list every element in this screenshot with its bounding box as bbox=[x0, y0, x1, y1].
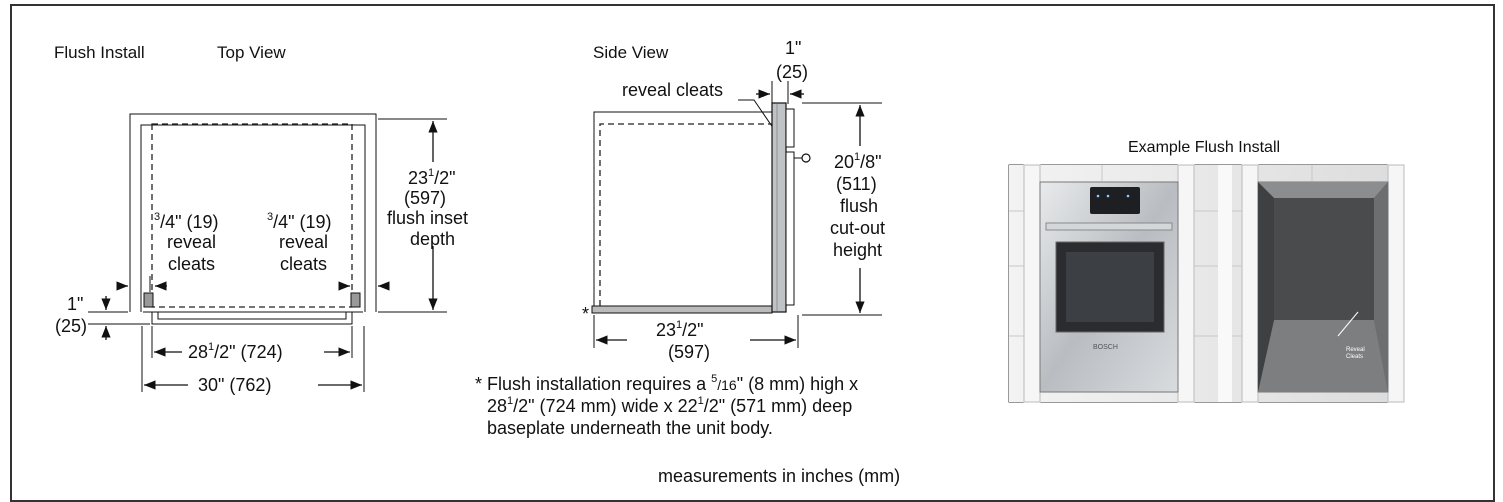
oven-photo: BOSCH bbox=[1039, 181, 1179, 393]
door-inner bbox=[157, 312, 347, 320]
svg-text:201/8": 201/8" bbox=[834, 151, 882, 172]
control-panel bbox=[785, 108, 795, 148]
left-cleat bbox=[143, 292, 154, 308]
svg-text:flush: flush bbox=[840, 196, 878, 216]
side-depth-value: 231/2" bbox=[656, 319, 704, 340]
side-view-heading: Side View bbox=[593, 43, 669, 62]
cabinet-inner-outline bbox=[140, 124, 366, 312]
left-cleat-label: 3/4" (19) reveal cleats bbox=[154, 211, 219, 274]
outer-width-label: 30" (762) bbox=[198, 375, 271, 395]
top-view-heading: Top View bbox=[217, 43, 286, 62]
brand-label: BOSCH bbox=[1093, 344, 1118, 351]
depth-dimension: 231/2" (597) flush inset depth bbox=[378, 118, 468, 313]
door-handle bbox=[801, 153, 811, 163]
oven-door bbox=[771, 102, 787, 313]
unit-body-outline bbox=[151, 123, 353, 308]
inner-width-dimension: 281/2" (724) bbox=[151, 326, 353, 362]
side-view: Side View 1" (25) reveal cleats * 201/8"… bbox=[582, 38, 885, 362]
measurements-footer: measurements in inches (mm) bbox=[658, 466, 900, 486]
door-outline bbox=[151, 312, 353, 325]
svg-text:reveal: reveal bbox=[279, 232, 328, 252]
baseplate-note: * Flush installation requires a 5/16" (8… bbox=[475, 373, 858, 438]
door-glass bbox=[785, 151, 795, 306]
outer-width-dimension: 30" (762) bbox=[141, 326, 365, 395]
cutout-photo: Reveal Cleats bbox=[1257, 181, 1389, 393]
depth-mm: (597) bbox=[404, 188, 446, 208]
side-depth-mm: (597) bbox=[668, 342, 710, 362]
side-unit-outline bbox=[599, 123, 772, 306]
baseplate bbox=[591, 305, 773, 314]
svg-text:cleats: cleats bbox=[280, 254, 327, 274]
svg-text:* Flush installation requires: * Flush installation requires a 5/16" (8… bbox=[475, 373, 858, 394]
flush-install-heading: Flush Install bbox=[54, 43, 145, 62]
svg-text:3/4" (19): 3/4" (19) bbox=[154, 211, 219, 232]
offset-dimension: 1" (25) bbox=[55, 294, 150, 340]
callout-cleats: Cleats bbox=[1346, 354, 1363, 360]
depth-label-2: depth bbox=[410, 229, 455, 249]
depth-label-1: flush inset bbox=[387, 208, 468, 228]
svg-text:cut-out: cut-out bbox=[830, 218, 885, 238]
offset-in: 1" bbox=[67, 294, 83, 314]
top-view: Flush Install Top View 231/2" (597) flus… bbox=[54, 43, 468, 395]
right-cleat bbox=[350, 292, 361, 308]
top-view-cabinet bbox=[129, 113, 377, 325]
baseplate-asterisk: * bbox=[582, 304, 589, 324]
side-cleat-leader bbox=[738, 99, 781, 139]
door-depth-in: 1" bbox=[785, 38, 801, 58]
cutout-height-label: 201/8" (511) flush cut-out height bbox=[830, 151, 885, 260]
svg-text:281/2" (724): 281/2" (724) bbox=[188, 341, 283, 362]
cabinet-outer-outline bbox=[129, 113, 377, 312]
door-depth-mm: (25) bbox=[776, 62, 808, 82]
svg-text:3/4" (19): 3/4" (19) bbox=[267, 211, 332, 232]
svg-text:baseplate underneath the unit: baseplate underneath the unit body. bbox=[487, 418, 773, 438]
svg-text:cleats: cleats bbox=[168, 254, 215, 274]
svg-text:(511): (511) bbox=[836, 174, 877, 194]
offset-mm: (25) bbox=[55, 316, 87, 336]
example-flush-install: Example Flush Install bbox=[1008, 139, 1405, 403]
callout-reveal: Reveal bbox=[1346, 347, 1365, 353]
svg-text:reveal: reveal bbox=[167, 232, 216, 252]
example-photo: BOSCH Reveal Cleats bbox=[1008, 164, 1405, 403]
diagram-canvas: Flush Install Top View 231/2" (597) flus… bbox=[54, 38, 1405, 486]
side-cleat-label: reveal cleats bbox=[622, 80, 723, 100]
example-title: Example Flush Install bbox=[1128, 139, 1280, 156]
svg-text:height: height bbox=[833, 240, 882, 260]
depth-value: 231/2" bbox=[408, 167, 456, 188]
right-cleat-label: 3/4" (19) reveal cleats bbox=[267, 211, 332, 274]
spec-panel: Flush Install Top View 231/2" (597) flus… bbox=[10, 4, 1495, 502]
side-cabinet-outline bbox=[593, 111, 772, 306]
svg-text:281/2" (724 mm) wide x 221/2": 281/2" (724 mm) wide x 221/2" (571 mm) d… bbox=[487, 395, 852, 416]
